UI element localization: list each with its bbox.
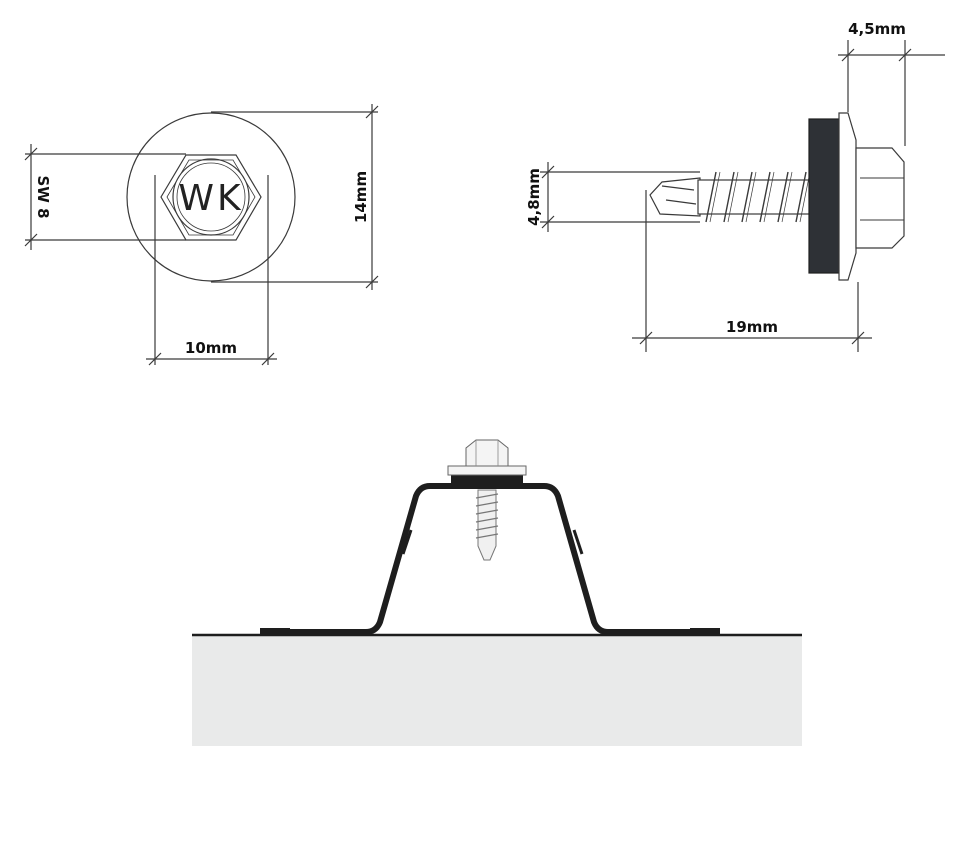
- top-view: [24, 104, 379, 366]
- shank-diameter-label: 4,8mm: [525, 168, 543, 226]
- head-height-label: 4,5mm: [848, 20, 906, 38]
- installed-shank: [477, 489, 497, 561]
- hex-width-label: 10mm: [185, 339, 237, 357]
- hex-head-side: [855, 147, 905, 249]
- drill-tip: [649, 177, 701, 217]
- wrench-size-label: SW 8: [34, 175, 52, 218]
- washer-diameter-label: 14mm: [352, 171, 370, 223]
- installed-view: [192, 439, 802, 746]
- side-view: [540, 40, 945, 352]
- length-label: 19mm: [726, 318, 778, 336]
- thread: [705, 171, 807, 223]
- washer-outline: [126, 112, 296, 282]
- head-cap-inner: [176, 162, 246, 232]
- installed-hex-head: [465, 439, 509, 467]
- shank: [697, 179, 811, 215]
- metal-washer: [838, 112, 857, 281]
- installed-seal: [451, 474, 523, 486]
- substrate: [192, 636, 802, 746]
- head-marking: WK: [178, 178, 243, 219]
- head-cap-outer: [172, 158, 250, 236]
- epdm-seal: [808, 118, 840, 274]
- installed-washer: [447, 465, 527, 476]
